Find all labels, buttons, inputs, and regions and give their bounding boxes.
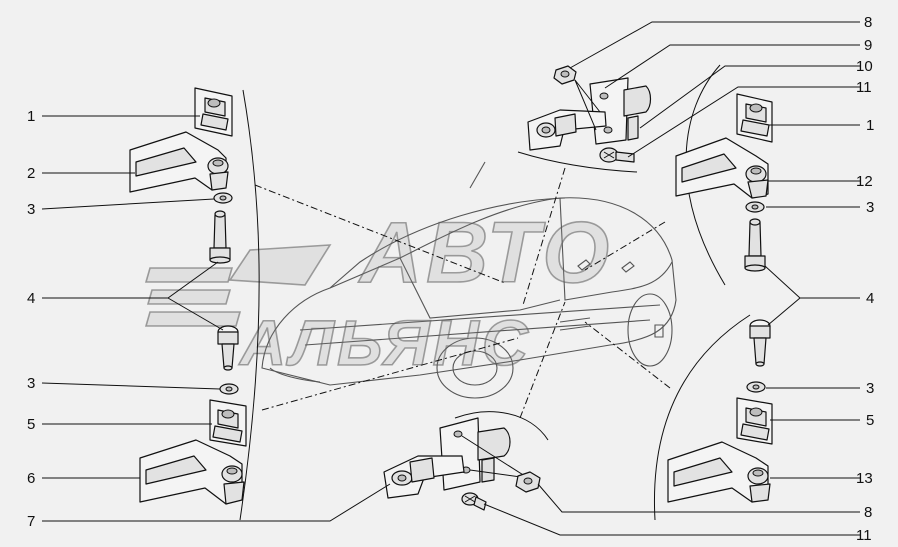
callout-1-left: 1 <box>27 108 35 125</box>
screw-bottom <box>461 492 487 511</box>
callout-4-left: 4 <box>27 290 35 307</box>
door-check-bottom <box>383 417 529 499</box>
screw-top <box>599 147 635 163</box>
callout-2: 2 <box>27 165 35 182</box>
callout-9: 9 <box>864 37 872 54</box>
hinge-pin-right-bottom <box>749 319 771 367</box>
bottom-group-arc <box>454 411 549 441</box>
hinge-plate-lower-left <box>209 399 247 447</box>
callout-10: 10 <box>856 58 873 75</box>
washer-left-bottom <box>219 383 239 395</box>
leader-lines <box>41 21 860 536</box>
callout-6: 6 <box>27 470 35 487</box>
bracket-upper-left <box>129 131 229 193</box>
watermark-line1: АВТО <box>358 205 613 301</box>
guide-lines <box>254 167 671 419</box>
callout-3-right-bottom: 3 <box>866 380 874 397</box>
callout-11-bottom: 11 <box>856 527 872 544</box>
hinge-plate-upper-right <box>736 93 773 143</box>
left-group-arc <box>239 89 260 521</box>
callout-3-left-bottom: 3 <box>27 375 35 392</box>
bracket-upper-right <box>675 137 769 199</box>
callout-12: 12 <box>856 173 873 190</box>
callout-8-top: 8 <box>864 14 872 31</box>
bracket-lower-right <box>667 441 771 503</box>
callout-3-left-top: 3 <box>27 201 35 218</box>
callout-11-top: 11 <box>856 79 872 96</box>
door-check-top <box>527 77 652 151</box>
washer-left-top <box>213 192 233 204</box>
watermark: АВТО АЛЬЯНС <box>144 204 613 380</box>
bracket-lower-left <box>139 439 245 505</box>
callout-3-right-top: 3 <box>866 199 874 216</box>
car-outline <box>261 161 677 399</box>
bolt-bottom <box>515 471 541 493</box>
hinge-pin-left-bottom <box>217 325 239 371</box>
washer-right-top <box>745 201 765 213</box>
callout-8-bottom: 8 <box>864 504 872 521</box>
callout-4-right: 4 <box>866 290 874 307</box>
hinge-pin-right-top <box>744 218 766 272</box>
bolt-top <box>553 65 577 85</box>
watermark-line2: АЛЬЯНС <box>238 307 531 379</box>
callout-5-right: 5 <box>866 412 874 429</box>
callout-1-right: 1 <box>866 117 874 134</box>
callout-7: 7 <box>27 513 35 530</box>
hinge-plate-lower-right <box>736 397 773 445</box>
right-lower-arc <box>653 314 751 521</box>
hinge-plate-upper-left <box>194 87 233 137</box>
washer-right-bottom <box>746 381 766 393</box>
callout-numbers: 1 2 3 4 3 5 6 7 8 9 10 11 1 12 3 4 3 5 1… <box>27 14 874 544</box>
hinge-pin-left-top <box>209 210 231 264</box>
callout-13: 13 <box>856 470 873 487</box>
callout-5-left: 5 <box>27 416 35 433</box>
top-group-arc <box>517 151 638 173</box>
